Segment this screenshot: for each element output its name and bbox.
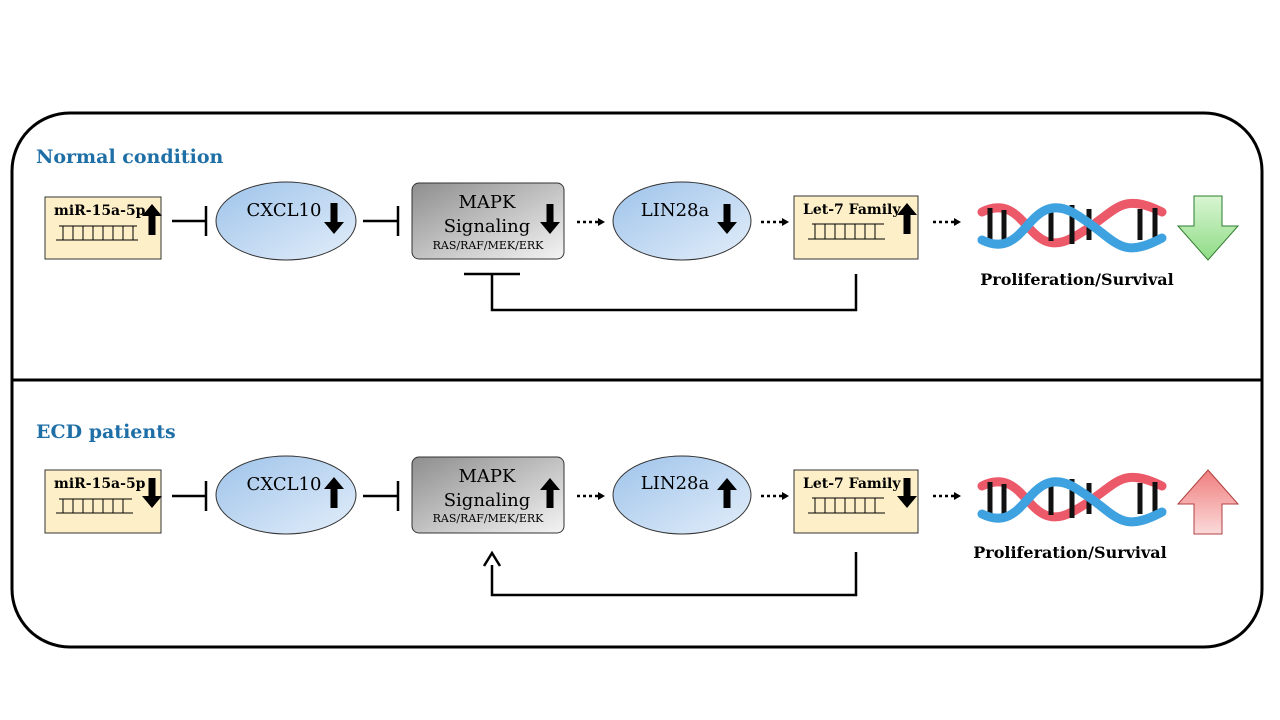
cxcl10-node: CXCL10	[215, 181, 357, 261]
lin28a-node: LIN28a	[612, 181, 752, 261]
dotted-arrow	[933, 492, 961, 500]
let7-label: Let-7 Family	[803, 476, 901, 492]
dotted-arrow	[761, 218, 789, 226]
inhibition-arrow	[363, 481, 400, 511]
mapk-pathway: RAS/RAF/MEK/ERK	[433, 512, 545, 525]
mapk-subtitle: Signaling	[444, 490, 531, 511]
cxcl10-label: CXCL10	[247, 200, 322, 221]
lin28a-label: LIN28a	[641, 473, 710, 494]
dotted-arrow	[577, 218, 605, 226]
dotted-arrow	[761, 492, 789, 500]
down-arrow-icon	[717, 204, 737, 234]
dna-helix-icon	[977, 198, 1167, 253]
mir-15a-box: miR-15a-5p	[44, 196, 162, 260]
outcome-label: Proliferation/Survival	[980, 270, 1174, 289]
mirna-strand-icon	[56, 225, 138, 241]
mapk-signaling-node: MAPK Signaling RAS/RAF/MEK/ERK	[411, 456, 565, 534]
mirna-strand-icon	[56, 498, 133, 514]
mapk-subtitle: Signaling	[444, 216, 531, 237]
down-arrow-icon	[897, 478, 917, 508]
mapk-signaling-node: MAPK Signaling RAS/RAF/MEK/ERK	[411, 182, 565, 260]
lin28a-label: LIN28a	[641, 200, 710, 221]
lin28a-node: LIN28a	[612, 455, 752, 535]
down-arrow-icon	[142, 478, 162, 508]
dotted-arrow	[577, 492, 605, 500]
let7-family-box: Let-7 Family	[793, 469, 919, 534]
up-arrow-icon	[142, 204, 162, 235]
up-arrow-icon	[717, 478, 737, 508]
up-arrow-icon	[540, 478, 560, 508]
feedback-activation	[482, 550, 858, 597]
mirna-strand-icon	[808, 223, 885, 240]
let7-family-box: Let-7 Family	[793, 195, 919, 260]
inhibition-arrow	[172, 481, 208, 511]
outcome-label: Proliferation/Survival	[973, 543, 1167, 562]
mir-label: miR-15a-5p	[54, 203, 146, 219]
outcome-down-arrow-icon	[1176, 195, 1240, 261]
mapk-title: MAPK	[459, 466, 517, 487]
mir-15a-box: miR-15a-5p	[44, 469, 162, 534]
feedback-inhibition	[464, 272, 858, 312]
section-title: ECD patients	[36, 421, 176, 443]
section-normal: Normal condition miR-15a-5p CXCL10	[36, 146, 1240, 312]
mapk-pathway: RAS/RAF/MEK/ERK	[433, 239, 545, 252]
cxcl10-label: CXCL10	[247, 474, 322, 495]
up-arrow-icon	[324, 477, 344, 508]
dna-helix-icon	[977, 472, 1167, 527]
inhibition-arrow	[172, 206, 208, 236]
section-title: Normal condition	[36, 146, 224, 168]
section-ecd: ECD patients miR-15a-5p CXCL10	[36, 421, 1240, 597]
up-arrow-icon	[897, 203, 917, 234]
cxcl10-node: CXCL10	[215, 455, 357, 535]
dotted-arrow	[933, 218, 961, 226]
mirna-strand-icon	[808, 497, 885, 514]
outcome-up-arrow-icon	[1176, 469, 1240, 535]
mapk-title: MAPK	[459, 192, 517, 213]
mir-label: miR-15a-5p	[54, 476, 146, 492]
let7-label: Let-7 Family	[803, 202, 901, 218]
down-arrow-icon	[324, 203, 344, 234]
down-arrow-icon	[540, 204, 560, 234]
inhibition-arrow	[363, 206, 400, 236]
